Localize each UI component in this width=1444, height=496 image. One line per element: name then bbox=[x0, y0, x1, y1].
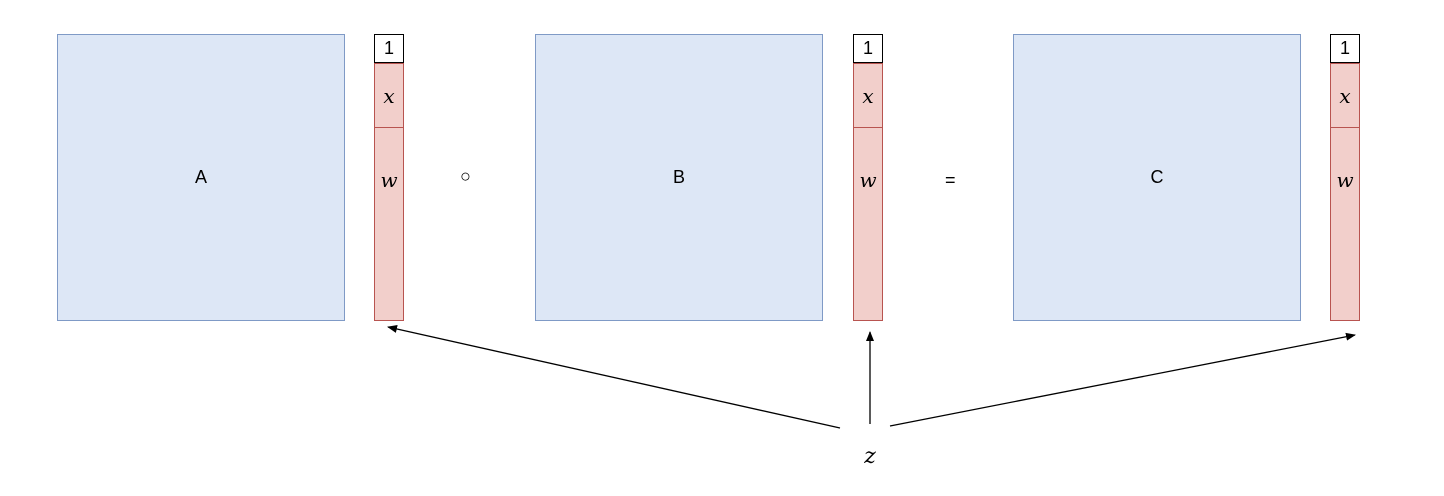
matrix-b: B bbox=[535, 34, 823, 321]
vector-1: 1 x w bbox=[374, 34, 404, 321]
vector-3-w-block: w bbox=[1330, 127, 1360, 321]
matrix-c: C bbox=[1013, 34, 1301, 321]
vector-3-w: w bbox=[1336, 168, 1354, 192]
vector-1-x: x bbox=[374, 63, 404, 128]
vector-2-w-block: w bbox=[853, 127, 883, 321]
arrow-z-to-vector-3 bbox=[889, 332, 1356, 427]
vector-3-one: 1 bbox=[1330, 34, 1360, 63]
vector-2-one: 1 bbox=[853, 34, 883, 63]
vector-1-w-block: w bbox=[374, 127, 404, 321]
matrix-b-label: B bbox=[672, 167, 685, 187]
z-label: z bbox=[864, 444, 876, 469]
matrix-a: A bbox=[57, 34, 345, 321]
matrix-c-label: C bbox=[1150, 167, 1164, 187]
hadamard-operator: ○ bbox=[460, 166, 471, 186]
vector-2: 1 x w bbox=[853, 34, 883, 321]
vector-3-x: x bbox=[1330, 63, 1360, 128]
vector-1-w: w bbox=[380, 168, 398, 192]
vector-1-one: 1 bbox=[374, 34, 404, 63]
vector-3: 1 x w bbox=[1330, 34, 1360, 321]
vector-2-x: x bbox=[853, 63, 883, 128]
arrow-z-to-vector-1 bbox=[387, 325, 841, 429]
equals-operator: = bbox=[945, 170, 956, 190]
vector-2-w: w bbox=[859, 168, 877, 192]
matrix-a-label: A bbox=[194, 167, 207, 187]
